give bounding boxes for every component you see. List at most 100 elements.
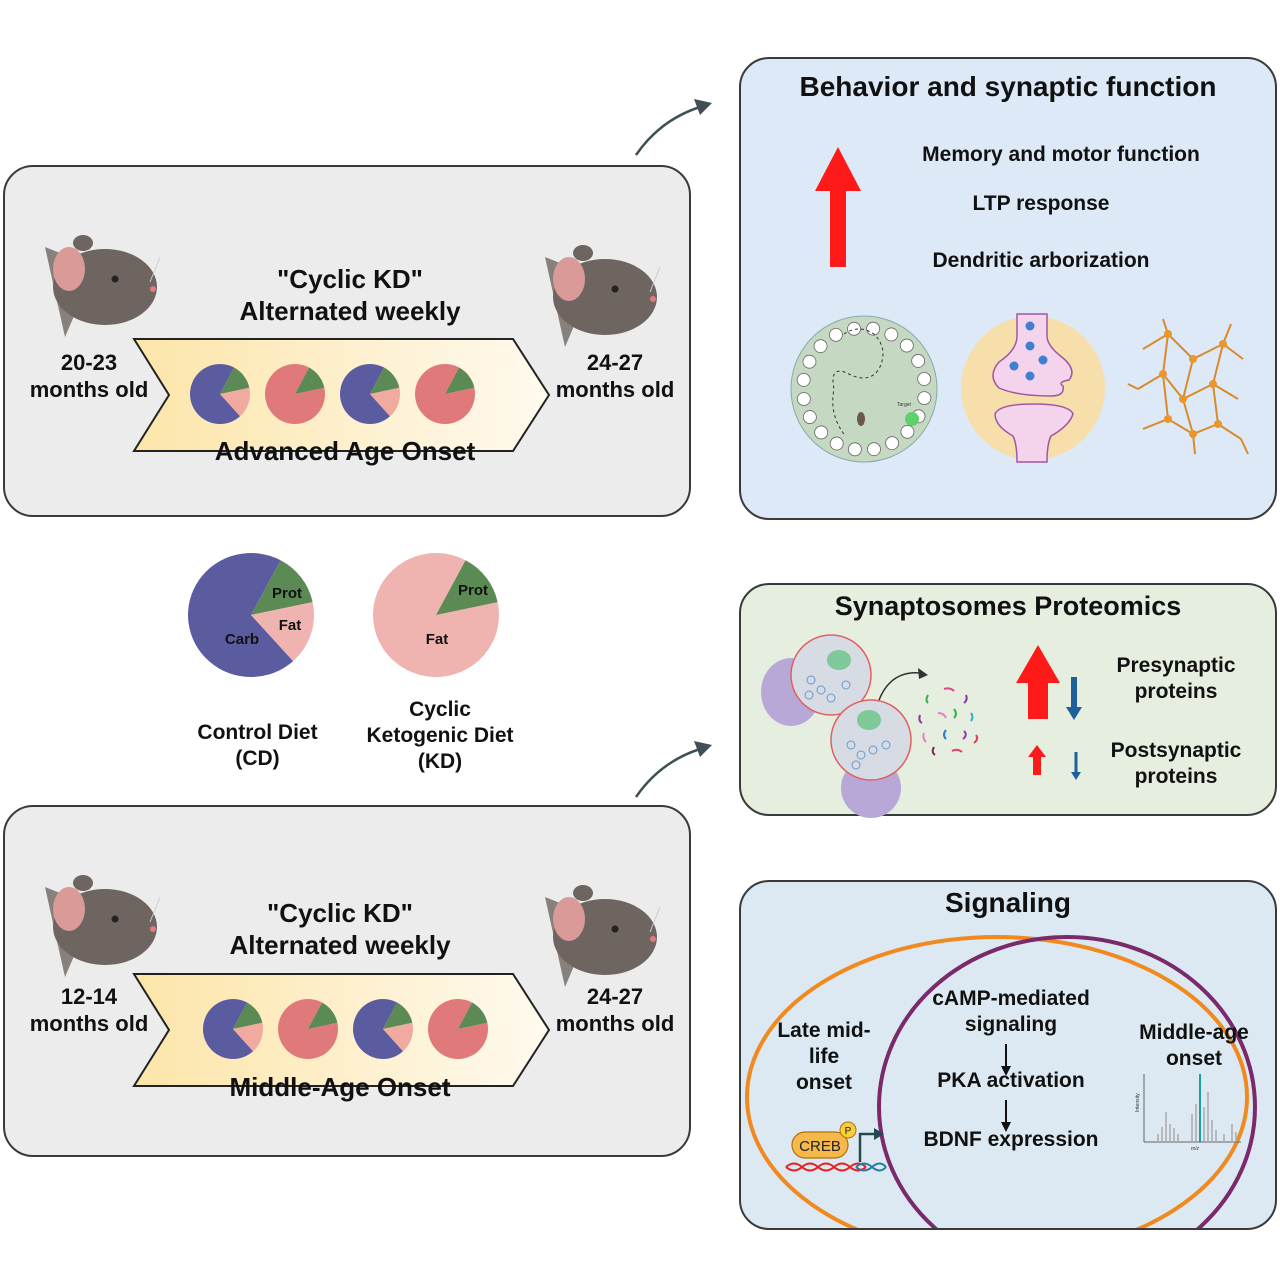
postsynaptic-up-arrow-icon xyxy=(1028,745,1046,775)
maze-hole xyxy=(900,424,915,439)
fat-slice xyxy=(233,1022,263,1052)
title-line-1: "Cyclic KD" xyxy=(266,898,414,928)
protein-slice xyxy=(308,1002,338,1029)
start-age-unit: months old xyxy=(29,1011,149,1036)
maze-hole xyxy=(802,354,817,369)
carb-slice xyxy=(188,553,294,677)
water-maze-icon: Target xyxy=(790,315,938,463)
synaptosome-icon xyxy=(761,634,912,818)
end-age-unit: months old xyxy=(555,1011,675,1036)
carb-slice xyxy=(190,364,241,424)
middle-age-line-2: onset xyxy=(1165,1047,1222,1070)
maze-hole xyxy=(899,338,914,353)
carb-slice xyxy=(203,999,254,1059)
behavior-item: Dendritic arborization xyxy=(932,249,1150,272)
end-age-unit: months old xyxy=(555,377,675,402)
mouse-icon xyxy=(45,875,161,977)
keto-diet-week-pie xyxy=(428,999,488,1059)
fat-slice xyxy=(383,1022,413,1052)
protein-slice xyxy=(233,1002,263,1029)
late-midlife-line-3: onset xyxy=(795,1071,852,1094)
control-diet-label: Control Diet (CD) xyxy=(170,720,345,772)
signaling-panel: Signaling cAMP-mediated signaling PKA ac… xyxy=(739,880,1277,1230)
control-diet-name: Control Diet xyxy=(197,721,318,744)
venn-left-circle xyxy=(745,935,1249,1228)
maze-hole xyxy=(847,321,861,336)
maze-hole xyxy=(813,339,828,354)
proteomics-title: Synaptosomes Proteomics xyxy=(834,591,1182,621)
start-age-range: 12-14 xyxy=(60,984,118,1009)
postsynaptic-label: Postsynaptic proteins xyxy=(1096,738,1256,790)
postsynaptic-line-2: proteins xyxy=(1134,765,1218,788)
pathway-camp-line-2: signaling xyxy=(964,1013,1058,1036)
phospho-label: P xyxy=(845,1126,852,1137)
protein-slice xyxy=(458,1002,488,1029)
maze-hole xyxy=(802,410,817,424)
control-diet-week-pie xyxy=(203,999,263,1059)
spectrum-y-label: Intensity xyxy=(1135,1093,1141,1112)
presynaptic-line-2: proteins xyxy=(1134,680,1218,703)
pathway-step-bdnf: BDNF expression xyxy=(923,1128,1099,1151)
onset-subtitle: Middle-Age Onset xyxy=(229,1072,451,1102)
title-line-2: Alternated weekly xyxy=(239,296,461,326)
behavior-panel: Behavior and synaptic function Memory an… xyxy=(739,57,1277,520)
start-age-unit: months old xyxy=(29,377,149,402)
protein-slice xyxy=(370,367,400,394)
behavior-item: Memory and motor function xyxy=(922,143,1200,166)
maze-hole xyxy=(885,436,899,451)
prot-label: Prot xyxy=(458,582,488,599)
onset-subtitle: Advanced Age Onset xyxy=(214,436,476,466)
late-midlife-onset-label: Late mid- life onset xyxy=(759,1018,889,1096)
middle-age-onset-label: Middle-age onset xyxy=(1119,1020,1269,1072)
maze-hole xyxy=(814,425,829,440)
carb-slice xyxy=(340,364,391,424)
maze-hole xyxy=(829,327,843,342)
neuron-network-icon xyxy=(1127,318,1249,455)
protein-slice xyxy=(383,1002,413,1029)
carb-slice xyxy=(353,999,404,1059)
signaling-title: Signaling xyxy=(945,887,1071,918)
control-diet-week-pie xyxy=(340,364,400,424)
end-age-label: 24-27 months old xyxy=(540,349,690,403)
pathway-step-pka: PKA activation xyxy=(937,1069,1085,1092)
protein-slice xyxy=(251,560,313,615)
start-age-range: 20-23 xyxy=(60,350,118,375)
peptide-fragments-icon xyxy=(918,687,979,756)
fat-label: Fat xyxy=(426,631,449,648)
title-line-1: "Cyclic KD" xyxy=(276,264,424,294)
behavior-title: Behavior and synaptic function xyxy=(799,71,1217,102)
control-diet-abbr: (CD) xyxy=(235,747,280,770)
maze-hole xyxy=(917,372,932,386)
keto-diet-week-pie xyxy=(265,364,325,424)
end-age-label: 24-27 months old xyxy=(540,983,690,1037)
late-midlife-line-1: Late mid- xyxy=(777,1019,871,1042)
venn-right-circle xyxy=(877,935,1257,1228)
keto-diet-abbr: (KD) xyxy=(417,750,463,773)
mouse-icon xyxy=(545,885,661,987)
presynaptic-line-1: Presynaptic xyxy=(1116,654,1236,677)
middle-age-line-1: Middle-age xyxy=(1139,1021,1249,1044)
start-age-label: 20-23 months old xyxy=(9,349,169,403)
carb-label: Carb xyxy=(225,631,259,648)
end-age-range: 24-27 xyxy=(586,350,644,375)
fat-slice xyxy=(370,387,400,417)
cyclic-kd-title: "Cyclic KD" Alternated weekly xyxy=(185,897,495,961)
advanced-age-onset-panel: "Cyclic KD" Alternated weekly 20-23 mont… xyxy=(3,165,691,517)
diet-pie-row xyxy=(203,999,488,1059)
keto-diet-week-pie xyxy=(278,999,338,1059)
protein-slice xyxy=(436,560,498,615)
spectrum-x-label: m/z xyxy=(1191,1146,1200,1152)
maze-hole xyxy=(847,442,862,457)
cyclic-kd-title: "Cyclic KD" Alternated weekly xyxy=(195,263,505,327)
presynaptic-up-arrow-icon xyxy=(1016,645,1060,719)
creb-dna-icon: CREB P xyxy=(785,1121,887,1172)
pathway-camp-line-1: cAMP-mediated xyxy=(932,987,1090,1010)
maze-hole xyxy=(866,321,881,336)
maze-hole xyxy=(867,442,881,457)
start-age-label: 12-14 months old xyxy=(9,983,169,1037)
control-diet-week-pie xyxy=(353,999,413,1059)
mouse-icon xyxy=(545,245,661,347)
maze-hole xyxy=(884,327,899,342)
